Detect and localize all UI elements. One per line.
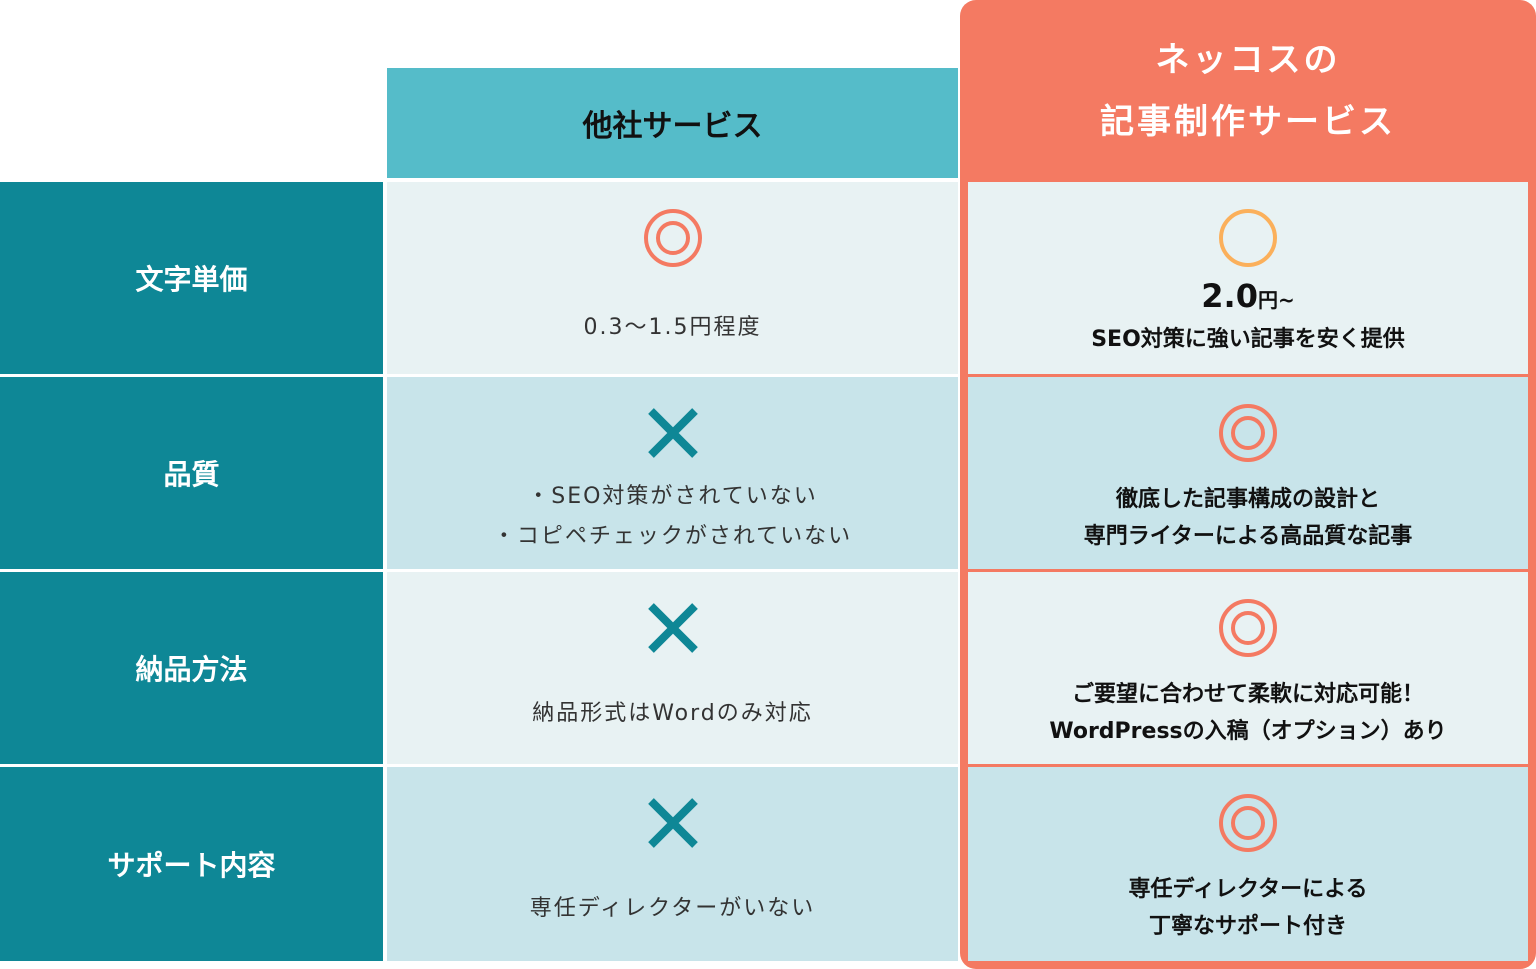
ours-cell-text: 専門ライターによる高品質な記事 [1083, 524, 1413, 549]
ours-cell-text: 専任ディレクターによる [1128, 877, 1368, 902]
ours-cell-text: 徹底した記事構成の設計と [1115, 487, 1380, 512]
ours-cell: 2.0円~ SEO対策に強い記事を安く提供 [968, 182, 1528, 374]
ours-cell: 専任ディレクターによる丁寧なサポート付き [968, 767, 1528, 961]
row-label: 納品方法 [0, 572, 383, 764]
other-cell-text: 専任ディレクターがいない [529, 896, 816, 921]
row-label: サポート内容 [0, 767, 383, 961]
row-label-text: サポート内容 [107, 849, 276, 882]
ours-header-line1: ネッコスの [1155, 40, 1341, 80]
ours-cell-text: SEO対策に強い記事を安く提供 [1091, 327, 1405, 352]
double-circle-icon [643, 209, 702, 267]
double-circle-icon [1219, 794, 1277, 852]
ours-cell-text: ご要望に合わせて柔軟に対応可能！ [1071, 682, 1424, 707]
ours-header: ネッコスの 記事制作サービス [968, 0, 1528, 182]
row-label-text: 品質 [163, 458, 220, 491]
ours-header-line2: 記事制作サービス [1100, 102, 1396, 142]
other-cell-text: ・SEO対策がされていない [527, 484, 818, 509]
price: 2.0円~ [1201, 276, 1294, 321]
other-cell-text: ・コピペチェックがされていない [492, 524, 853, 549]
other-cell-text: 0.3〜1.5円程度 [583, 315, 762, 340]
ours-cell: 徹底した記事構成の設計と専門ライターによる高品質な記事 [968, 377, 1528, 569]
price-unit: 円~ [1257, 288, 1295, 312]
other-cell: ・SEO対策がされていない・コピペチェックがされていない [387, 377, 958, 569]
double-circle-icon [1219, 404, 1277, 462]
other-cell: 0.3〜1.5円程度 [387, 182, 958, 374]
ours-cell-text: 丁寧なサポート付き [1148, 914, 1347, 939]
price-value: 2.0 [1201, 277, 1258, 315]
cross-icon [647, 408, 698, 458]
other-header: 他社サービス [387, 68, 958, 178]
ours-cell: ご要望に合わせて柔軟に対応可能！ WordPressの入稿（オプション）あり [968, 572, 1528, 764]
other-cell-text: 納品形式はWordのみ対応 [532, 701, 813, 726]
cross-icon [647, 798, 698, 848]
cross-icon [647, 603, 698, 653]
other-header-title: 他社サービス [582, 109, 763, 144]
row-label: 文字単価 [0, 182, 383, 374]
double-circle-icon [1219, 599, 1277, 657]
row-label-text: 納品方法 [135, 653, 248, 686]
ours-cell-text: WordPressの入稿（オプション）あり [1049, 719, 1447, 744]
row-label: 品質 [0, 377, 383, 569]
row-label-text: 文字単価 [135, 263, 248, 296]
other-cell: 専任ディレクターがいない [387, 767, 958, 961]
other-cell: 納品形式はWordのみ対応 [387, 572, 958, 764]
circle-icon [1219, 209, 1277, 267]
